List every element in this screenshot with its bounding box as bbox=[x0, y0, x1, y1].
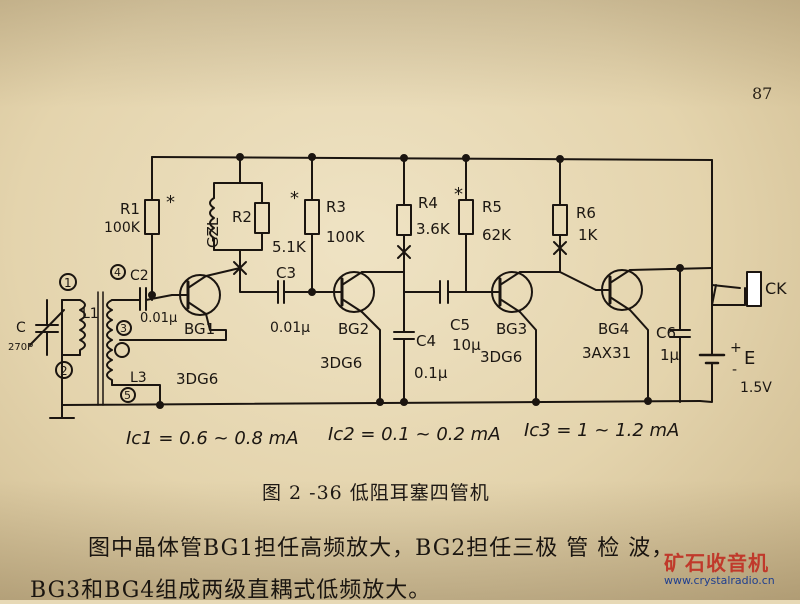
c5-value: 10μ bbox=[452, 336, 481, 354]
r1-label: R1 bbox=[120, 200, 140, 218]
watermark-logo: 矿石收音机 www.crystalradio.cn bbox=[664, 552, 798, 598]
c-tune-value: 270P bbox=[8, 342, 33, 353]
pin-2-label: 2 bbox=[60, 364, 68, 378]
r6-value: 1K bbox=[578, 226, 599, 244]
pin-4-label: 4 bbox=[114, 266, 121, 279]
gzl-label: GZL bbox=[204, 217, 222, 248]
bg4-label: BG4 bbox=[598, 320, 629, 338]
pin-5-label: 5 bbox=[124, 389, 131, 402]
jack-contact bbox=[711, 284, 746, 306]
r4-label: R4 bbox=[418, 194, 438, 212]
r1-value: 100K bbox=[104, 220, 141, 236]
r5-label: R5 bbox=[482, 198, 502, 216]
pin-5-marker bbox=[120, 387, 136, 403]
watermark-url: www.crystalradio.cn bbox=[664, 574, 775, 587]
pin-3-label: 3 bbox=[120, 322, 127, 335]
pin-2-marker bbox=[55, 361, 73, 379]
figure-caption: 图 2 -36 低阻耳塞四管机 bbox=[262, 482, 490, 504]
ic1-text: Ic1 = 0.6 ~ 0.8 mA bbox=[126, 428, 299, 449]
c5-label: C5 bbox=[450, 316, 470, 334]
c3-value: 0.01μ bbox=[270, 320, 310, 336]
r1-resistor bbox=[144, 199, 160, 235]
c4-value: 0.1μ bbox=[414, 364, 448, 382]
r1-star: * bbox=[166, 192, 175, 213]
r4-resistor bbox=[396, 204, 412, 236]
battery-minus: - bbox=[732, 362, 737, 378]
c2-capacitor bbox=[139, 287, 147, 311]
body-text-line-2: BG3和BG4组成两级直耦式低频放大。 bbox=[30, 578, 432, 603]
r5-resistor bbox=[458, 199, 474, 235]
ic2-text: Ic2 = 0.1 ~ 0.2 mA bbox=[328, 424, 501, 445]
r2-resistor bbox=[254, 202, 270, 234]
right-rail bbox=[711, 159, 746, 306]
body-text-line-1: 图中晶体管BG1担任高频放大，BG2担任三极 管 检 波， bbox=[88, 536, 675, 561]
top-rail bbox=[151, 156, 713, 161]
r3-label: R3 bbox=[326, 198, 346, 216]
l1-label: L1 bbox=[82, 306, 99, 322]
pin-4-marker bbox=[110, 264, 126, 280]
c4-label: C4 bbox=[416, 332, 436, 350]
r3-value: 100K bbox=[326, 228, 366, 246]
r5-value: 62K bbox=[482, 226, 512, 244]
bg3-label: BG3 bbox=[496, 320, 527, 338]
c6-label: C6 bbox=[656, 324, 676, 342]
ground-symbol bbox=[49, 404, 75, 419]
pin-3-marker bbox=[116, 320, 132, 336]
l3-coil bbox=[106, 299, 113, 386]
bg1-label: BG1 bbox=[184, 320, 215, 338]
battery bbox=[698, 353, 726, 365]
r6-label: R6 bbox=[576, 204, 596, 222]
c6-value: 1μ bbox=[660, 346, 680, 364]
c2-label: C2 bbox=[130, 268, 149, 284]
bg2-type: 3DG6 bbox=[320, 354, 362, 372]
bg2-label: BG2 bbox=[338, 320, 369, 338]
r2-value: 5.1K bbox=[272, 238, 307, 256]
page-number: 87 bbox=[752, 84, 773, 103]
c5-capacitor bbox=[439, 280, 449, 304]
c3-label: C3 bbox=[276, 264, 296, 282]
bg2-transistor bbox=[333, 271, 375, 313]
bg3-type: 3DG6 bbox=[480, 348, 522, 366]
earphone-jack bbox=[746, 271, 762, 307]
r3-resistor bbox=[304, 199, 320, 235]
pin-1-label: 1 bbox=[64, 276, 72, 290]
pin-1-marker bbox=[59, 273, 77, 291]
battery-plus: + bbox=[730, 340, 742, 356]
r6-resistor bbox=[552, 204, 568, 236]
l3-label: L3 bbox=[130, 370, 147, 386]
battery-value: 1.5V bbox=[740, 380, 772, 396]
bg4-type: 3AX31 bbox=[582, 344, 631, 362]
watermark-title: 矿石收音机 bbox=[664, 551, 769, 575]
c2-value: 0.01μ bbox=[140, 311, 177, 326]
ck-label: CK bbox=[765, 279, 787, 298]
gzl-coil bbox=[209, 197, 215, 251]
r4-value: 3.6K bbox=[416, 220, 451, 238]
l1-coil bbox=[79, 299, 86, 356]
r3-star: * bbox=[290, 188, 299, 209]
r5-star: * bbox=[454, 184, 463, 205]
bg1-type: 3DG6 bbox=[176, 370, 218, 388]
battery-label: E bbox=[744, 348, 755, 369]
r2-label: R2 bbox=[232, 208, 252, 226]
ic3-text: Ic3 = 1 ~ 1.2 mA bbox=[524, 420, 679, 441]
c4-capacitor bbox=[393, 331, 415, 340]
c-tune-label: C bbox=[16, 320, 26, 336]
